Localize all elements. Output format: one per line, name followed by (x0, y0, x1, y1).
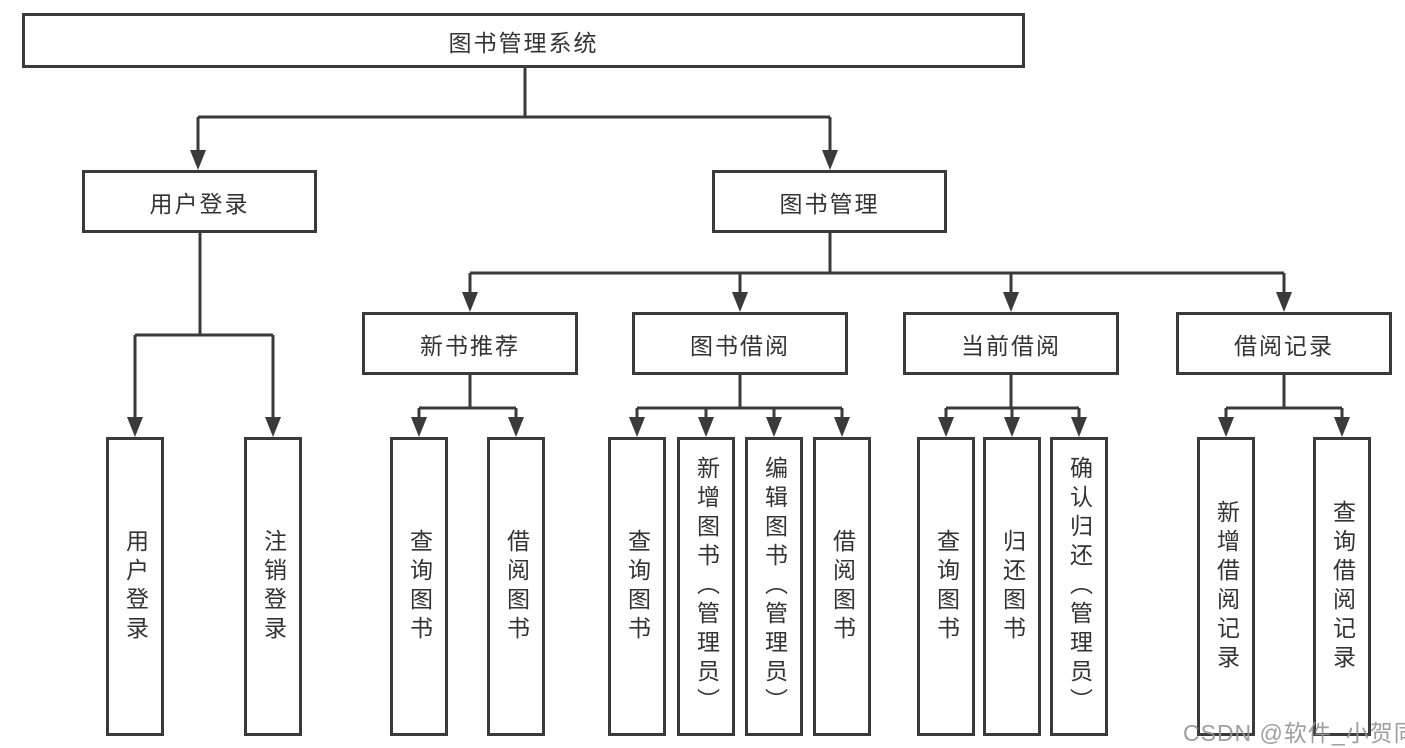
leaf-label: 查询借阅记录 (1329, 499, 1356, 674)
leaf-confirm-return-admin: 确认归还（管理员） (1050, 437, 1108, 736)
leaf-query-books-borrowing: 查询图书 (608, 437, 666, 736)
node-book-borrowing: 图书借阅 (632, 312, 848, 375)
node-book-management: 图书管理 (712, 170, 947, 233)
csdn-watermark: CSDN @软件_小贺同学 (1183, 720, 1405, 746)
node-label: 图书管理系统 (448, 29, 599, 56)
leaf-label: 借阅图书 (503, 528, 530, 645)
leaf-label: 确认归还（管理员） (1066, 456, 1093, 717)
leaf-add-borrow-record: 新增借阅记录 (1197, 437, 1255, 736)
leaf-label: 查询图书 (406, 528, 433, 645)
leaf-label: 新增图书（管理员） (693, 456, 720, 717)
leaf-label: 注销登录 (260, 528, 287, 645)
leaf-label: 新增借阅记录 (1213, 499, 1240, 674)
leaf-return-books: 归还图书 (983, 437, 1041, 736)
leaf-query-books-recommend: 查询图书 (390, 437, 448, 736)
node-borrowing-records: 借阅记录 (1176, 312, 1392, 375)
node-label: 新书推荐 (420, 332, 520, 359)
leaf-logout: 注销登录 (244, 437, 302, 736)
node-label: 图书管理 (779, 190, 880, 217)
leaf-label: 借阅图书 (829, 528, 856, 645)
node-label: 借阅记录 (1234, 332, 1334, 359)
leaf-borrow-books: 借阅图书 (813, 437, 871, 736)
leaf-edit-books-admin: 编辑图书（管理员） (745, 437, 803, 736)
node-label: 用户登录 (149, 190, 250, 217)
leaf-query-borrow-record: 查询借阅记录 (1313, 437, 1371, 736)
leaf-label: 用户登录 (122, 528, 149, 645)
leaf-label: 编辑图书（管理员） (761, 456, 788, 717)
leaf-user-login: 用户登录 (106, 437, 164, 736)
node-label: 图书借阅 (690, 332, 790, 359)
leaf-label: 归还图书 (999, 528, 1026, 645)
leaf-label: 查询图书 (933, 528, 960, 645)
node-new-book-recommendation: 新书推荐 (362, 312, 578, 375)
node-label: 当前借阅 (961, 332, 1061, 359)
node-library-management-system: 图书管理系统 (22, 13, 1025, 68)
leaf-add-books-admin: 新增图书（管理员） (677, 437, 735, 736)
leaf-query-books-current: 查询图书 (917, 437, 975, 736)
node-user-login: 用户登录 (82, 170, 317, 233)
node-current-borrowing: 当前借阅 (903, 312, 1119, 375)
leaf-label: 查询图书 (624, 528, 651, 645)
leaf-borrow-books-recommend: 借阅图书 (487, 437, 545, 736)
